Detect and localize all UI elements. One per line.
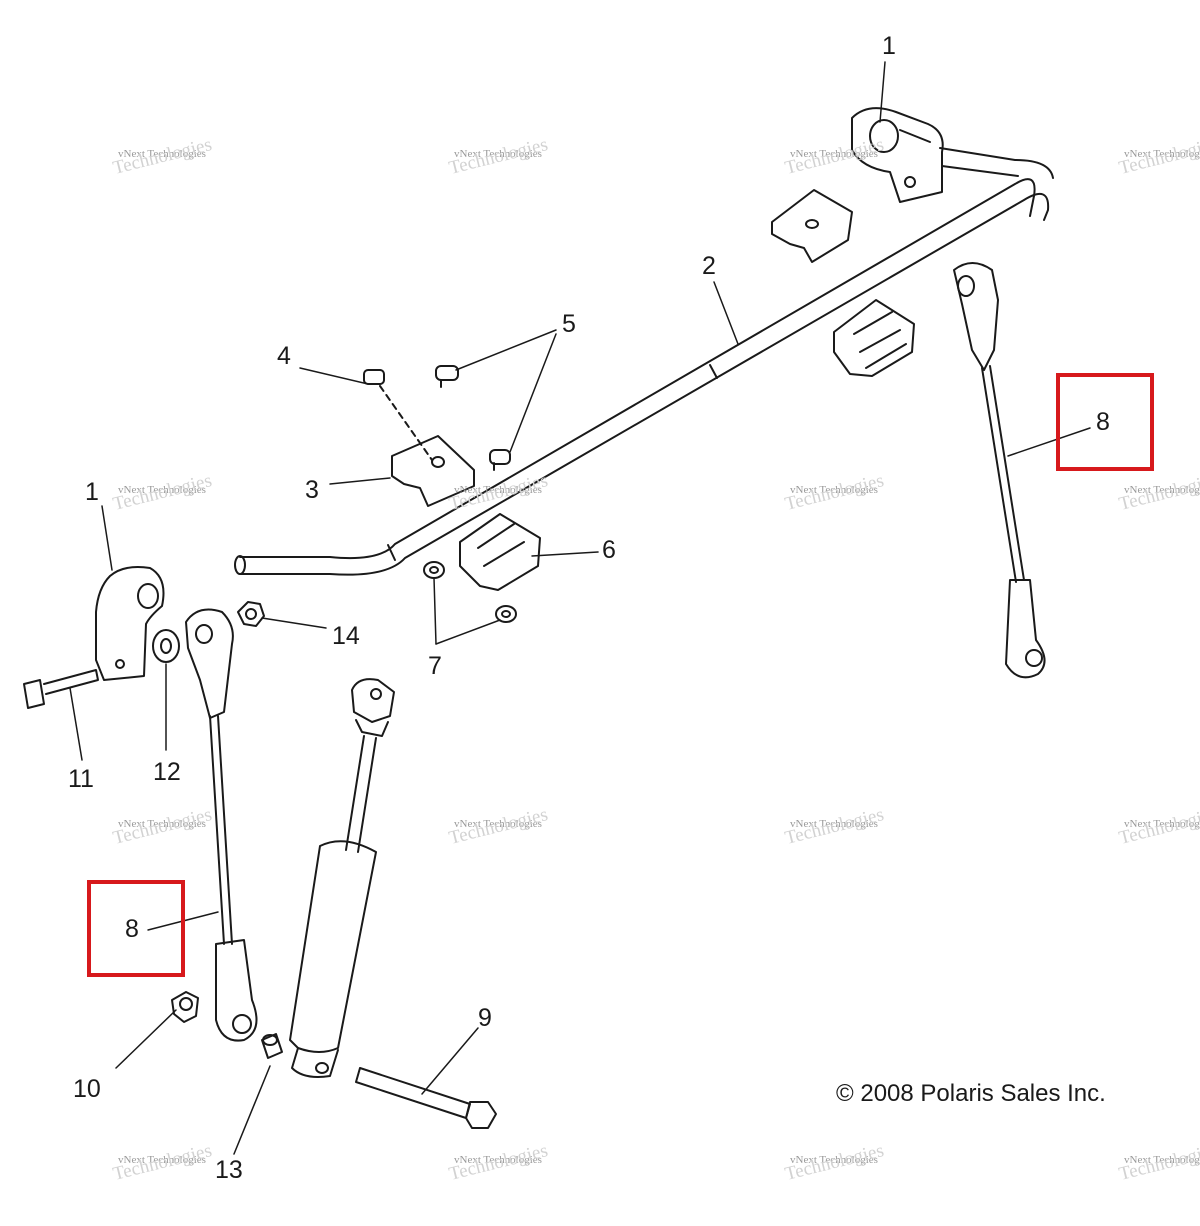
washer-7b — [495, 605, 517, 623]
callout-13: 13 — [215, 1156, 243, 1184]
callout-12: 12 — [153, 758, 181, 786]
callout-9: 9 — [478, 1004, 492, 1032]
washer-7a — [423, 561, 445, 579]
callout-2: 2 — [702, 252, 716, 280]
callout-6: 6 — [602, 536, 616, 564]
bushing-10 — [171, 991, 199, 1023]
callout-3: 3 — [305, 476, 319, 504]
link-rod-right — [953, 262, 1046, 679]
callout-8-right: 8 — [1096, 408, 1110, 436]
callout-7: 7 — [428, 652, 442, 680]
screw-5b — [489, 449, 511, 471]
bolt-9 — [355, 1067, 497, 1129]
callout-8-left: 8 — [125, 915, 139, 943]
nut-14 — [237, 601, 265, 627]
highlight-box-right — [1056, 373, 1154, 471]
bushing-top — [771, 189, 853, 263]
shock-absorber — [289, 678, 395, 1078]
callout-1-top: 1 — [882, 32, 896, 60]
bushing-6 — [459, 513, 541, 591]
washer-12 — [152, 629, 180, 663]
link-rod-left — [185, 608, 258, 1042]
copyright-text: © 2008 Polaris Sales Inc. — [836, 1080, 1106, 1107]
callout-14: 14 — [332, 622, 360, 650]
bracket-3 — [391, 435, 475, 507]
bolt-11 — [23, 669, 99, 709]
bushing-upper-right — [833, 299, 915, 377]
callout-5: 5 — [562, 310, 576, 338]
screw-5a — [435, 365, 459, 388]
screw-4 — [363, 369, 433, 461]
stabilizer-bar — [234, 147, 1054, 576]
bar-bracket-top — [851, 107, 944, 203]
callout-11: 11 — [68, 765, 94, 793]
callout-10: 10 — [73, 1075, 101, 1103]
callout-4: 4 — [277, 342, 291, 370]
bar-bracket-left — [95, 566, 165, 681]
spacer-13 — [261, 1033, 283, 1059]
highlight-box-left — [87, 880, 185, 977]
leader-lines — [69, 61, 1091, 1155]
callout-1-left: 1 — [85, 478, 99, 506]
